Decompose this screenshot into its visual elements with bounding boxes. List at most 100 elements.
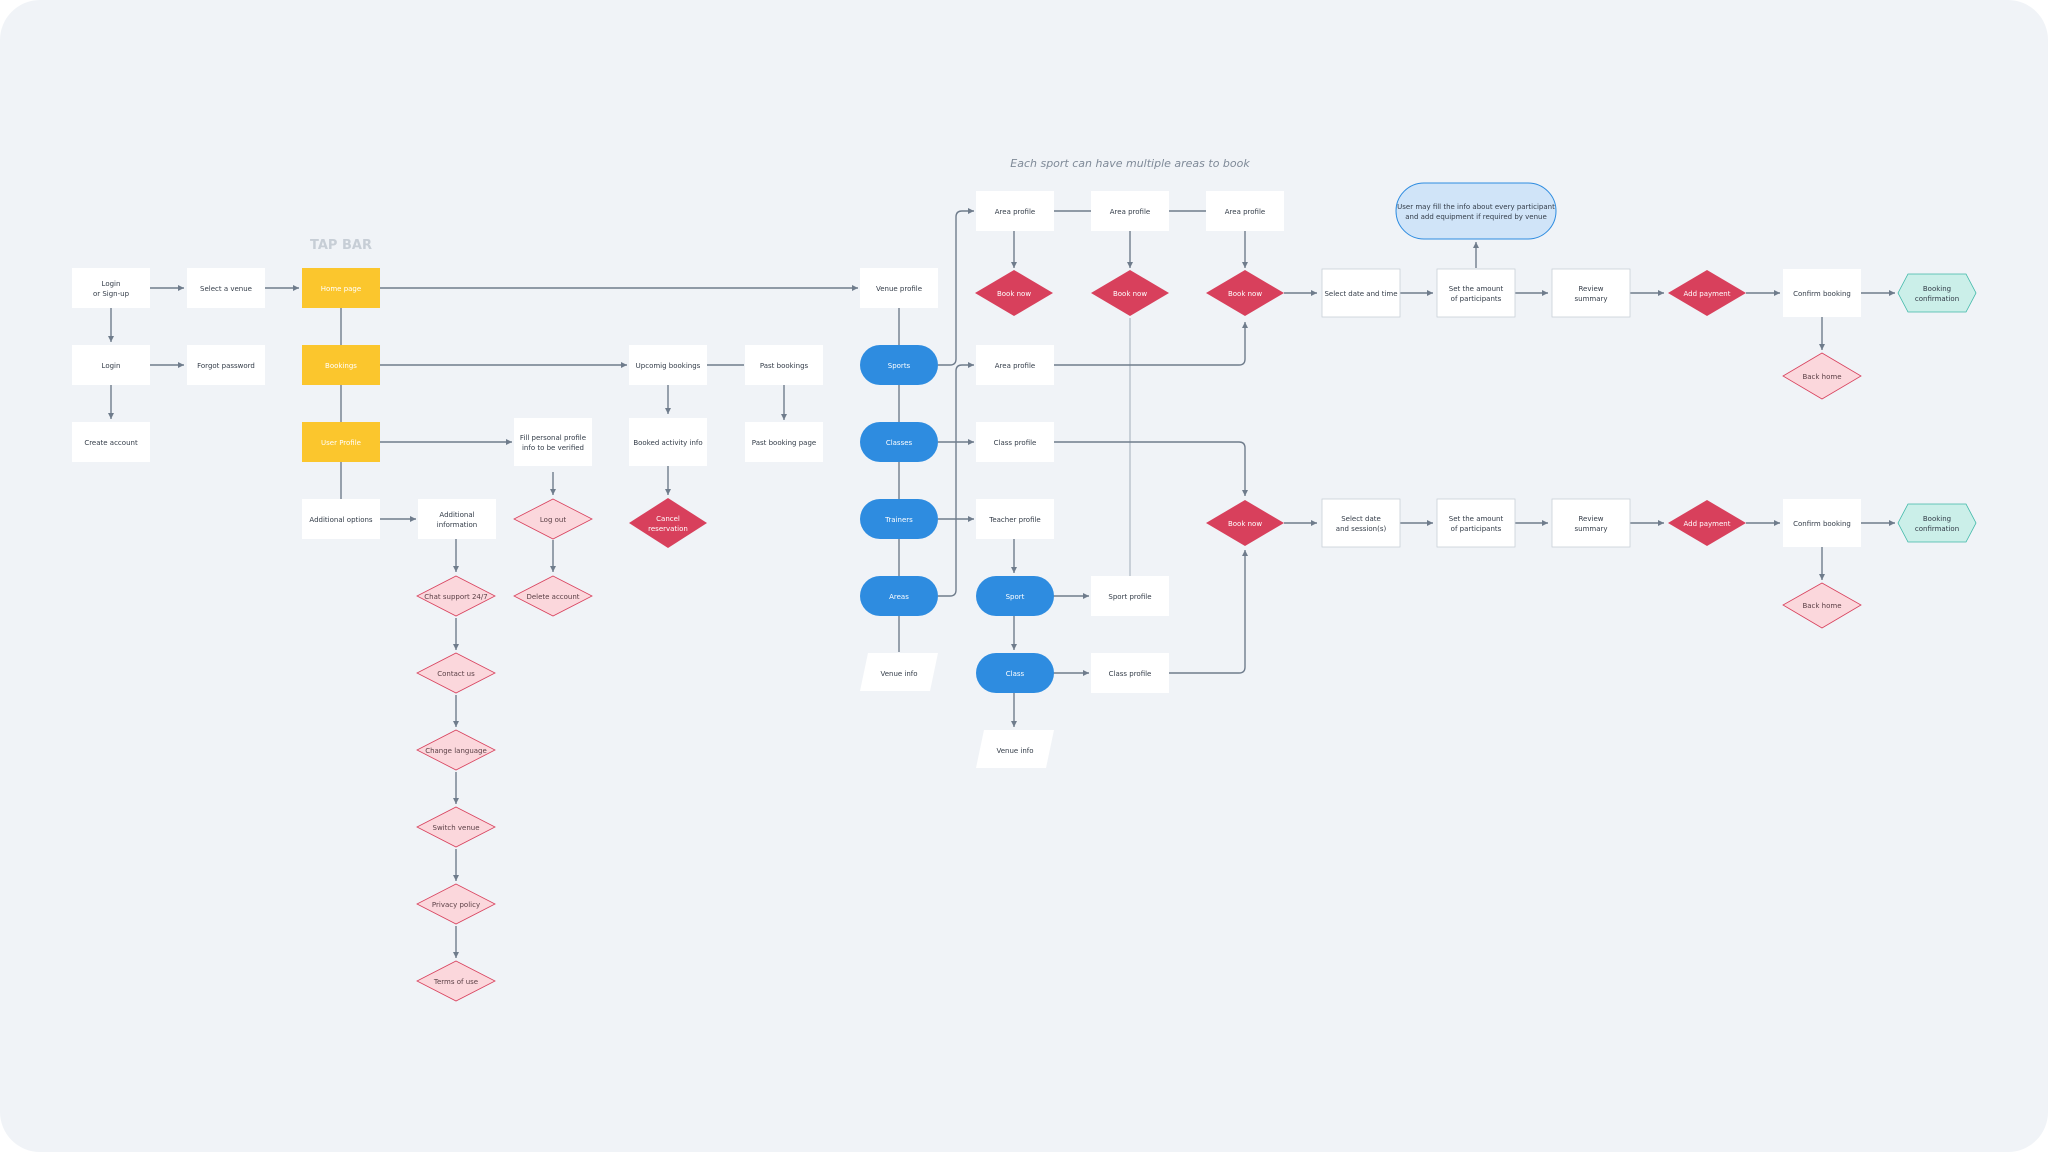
node-cancel-reservation[interactable]: Cancel reservation [629,498,707,548]
node-teacher-profile[interactable]: Teacher profile [976,499,1054,539]
node-bookings[interactable]: Bookings [302,345,380,385]
svg-text:and add equipment if required: and add equipment if required by venue [1405,213,1547,221]
svg-text:Class profile: Class profile [1109,670,1152,678]
node-login[interactable]: Login [72,345,150,385]
pill-sports[interactable]: Sports [860,345,938,385]
pill-trainers[interactable]: Trainers [860,499,938,539]
svg-text:Venue profile: Venue profile [876,285,922,293]
svg-text:Bookings: Bookings [325,362,357,370]
node-change-language[interactable]: Change language [416,729,496,771]
tap-bar-label: TAP BAR [310,238,372,253]
node-venue-profile[interactable]: Venue profile [860,268,938,308]
svg-text:Class profile: Class profile [994,439,1037,447]
svg-text:Select date and time: Select date and time [1324,290,1397,298]
svg-text:Delete account: Delete account [526,593,579,601]
node-add-payment-1[interactable]: Add payment [1668,270,1746,316]
svg-text:Home page: Home page [321,285,361,293]
pill-class[interactable]: Class [976,653,1054,693]
svg-text:Switch venue: Switch venue [433,824,480,832]
svg-text:Past bookings: Past bookings [760,362,809,370]
svg-text:Privacy policy: Privacy policy [432,901,480,909]
node-past-bookings[interactable]: Past bookings [745,345,823,385]
node-home-page[interactable]: Home page [302,268,380,308]
node-additional-options[interactable]: Additional options [302,499,380,539]
node-delete-account[interactable]: Delete account [513,575,593,617]
svg-text:reservation: reservation [648,525,688,533]
node-forgot-password[interactable]: Forgot password [187,345,265,385]
node-book-now-3[interactable]: Book now [1206,270,1284,316]
node-terms-of-use[interactable]: Terms of use [416,960,496,1002]
node-confirm-booking-2[interactable]: Confirm booking [1783,499,1861,547]
node-login-signup[interactable]: Login or Sign-up [72,268,150,308]
svg-text:Forgot password: Forgot password [197,362,255,370]
node-confirm-booking-1[interactable]: Confirm booking [1783,269,1861,317]
node-log-out[interactable]: Log out [513,498,593,540]
svg-text:Area profile: Area profile [1110,208,1150,216]
node-class-profile-1[interactable]: Class profile [976,422,1054,462]
node-switch-venue[interactable]: Switch venue [416,806,496,848]
node-contact-us[interactable]: Contact us [416,652,496,694]
node-privacy-policy[interactable]: Privacy policy [416,883,496,925]
pill-areas[interactable]: Areas [860,576,938,616]
node-venue-info-2[interactable]: Venue info [976,730,1054,768]
svg-text:Select date: Select date [1341,515,1381,523]
node-user-profile[interactable]: User Profile [302,422,380,462]
node-review-summary-1[interactable]: Review summary [1551,268,1631,318]
node-book-now-1[interactable]: Book now [975,270,1053,316]
svg-text:summary: summary [1574,295,1607,303]
node-booking-confirmation-2[interactable]: Booking confirmation [1897,503,1977,543]
node-booked-activity-info[interactable]: Booked activity info [629,418,707,466]
svg-text:Venue info: Venue info [880,670,917,678]
svg-text:Past booking page: Past booking page [752,439,816,447]
node-chat-support[interactable]: Chat support 24/7 [416,575,496,617]
node-select-venue[interactable]: Select a venue [187,268,265,308]
svg-text:confirmation: confirmation [1915,295,1959,303]
svg-text:Booked activity info: Booked activity info [633,439,702,447]
pill-classes[interactable]: Classes [860,422,938,462]
node-class-profile-2[interactable]: Class profile [1091,653,1169,693]
svg-text:and session(s): and session(s) [1336,525,1387,533]
node-area-profile-2[interactable]: Area profile [1091,191,1169,231]
svg-text:Area profile: Area profile [995,208,1035,216]
node-area-profile-1[interactable]: Area profile [976,191,1054,231]
node-upcoming-bookings[interactable]: Upcomig bookings [629,345,707,385]
svg-text:Teacher profile: Teacher profile [988,516,1041,524]
svg-text:of participants: of participants [1451,295,1502,303]
node-venue-info-1[interactable]: Venue info [860,653,938,691]
svg-text:Cancel: Cancel [656,515,680,523]
node-book-now-4[interactable]: Book now [1206,500,1284,546]
svg-text:Terms of use: Terms of use [433,978,478,986]
svg-text:Venue info: Venue info [996,747,1033,755]
node-past-booking-page[interactable]: Past booking page [745,422,823,462]
connectors [108,208,1895,958]
svg-text:Book now: Book now [1113,290,1147,298]
node-additional-information[interactable]: Additional information [418,499,496,539]
node-set-participants-1[interactable]: Set the amount of participants [1436,268,1516,318]
node-back-home-1[interactable]: Back home [1782,352,1862,400]
svg-text:Back home: Back home [1802,373,1841,381]
svg-text:Add payment: Add payment [1684,290,1731,298]
node-add-payment-2[interactable]: Add payment [1668,500,1746,546]
node-area-profile-sports[interactable]: Area profile [976,345,1054,385]
node-fill-profile[interactable]: Fill personal profile info to be verifie… [514,418,592,466]
svg-text:User Profile: User Profile [321,439,361,447]
node-sport-profile[interactable]: Sport profile [1091,576,1169,616]
node-booking-confirmation-1[interactable]: Booking confirmation [1897,273,1977,313]
svg-text:Set the amount: Set the amount [1449,285,1504,293]
svg-text:Contact us: Contact us [437,670,475,678]
svg-text:or Sign-up: or Sign-up [93,290,130,298]
node-review-summary-2[interactable]: Review summary [1551,498,1631,548]
node-set-participants-2[interactable]: Set the amount of participants [1436,498,1516,548]
svg-text:Set the amount: Set the amount [1449,515,1504,523]
node-select-date-sessions[interactable]: Select date and session(s) [1321,498,1401,548]
node-back-home-2[interactable]: Back home [1782,582,1862,629]
pill-sport[interactable]: Sport [976,576,1054,616]
node-select-date-time[interactable]: Select date and time [1321,268,1401,318]
node-participants-note[interactable]: User may fill the info about every parti… [1395,182,1557,240]
svg-text:Review: Review [1579,515,1604,523]
node-book-now-2[interactable]: Book now [1091,270,1169,316]
node-area-profile-3[interactable]: Area profile [1206,191,1284,231]
svg-text:of participants: of participants [1451,525,1502,533]
svg-text:Sport profile: Sport profile [1108,593,1151,601]
node-create-account[interactable]: Create account [72,422,150,462]
